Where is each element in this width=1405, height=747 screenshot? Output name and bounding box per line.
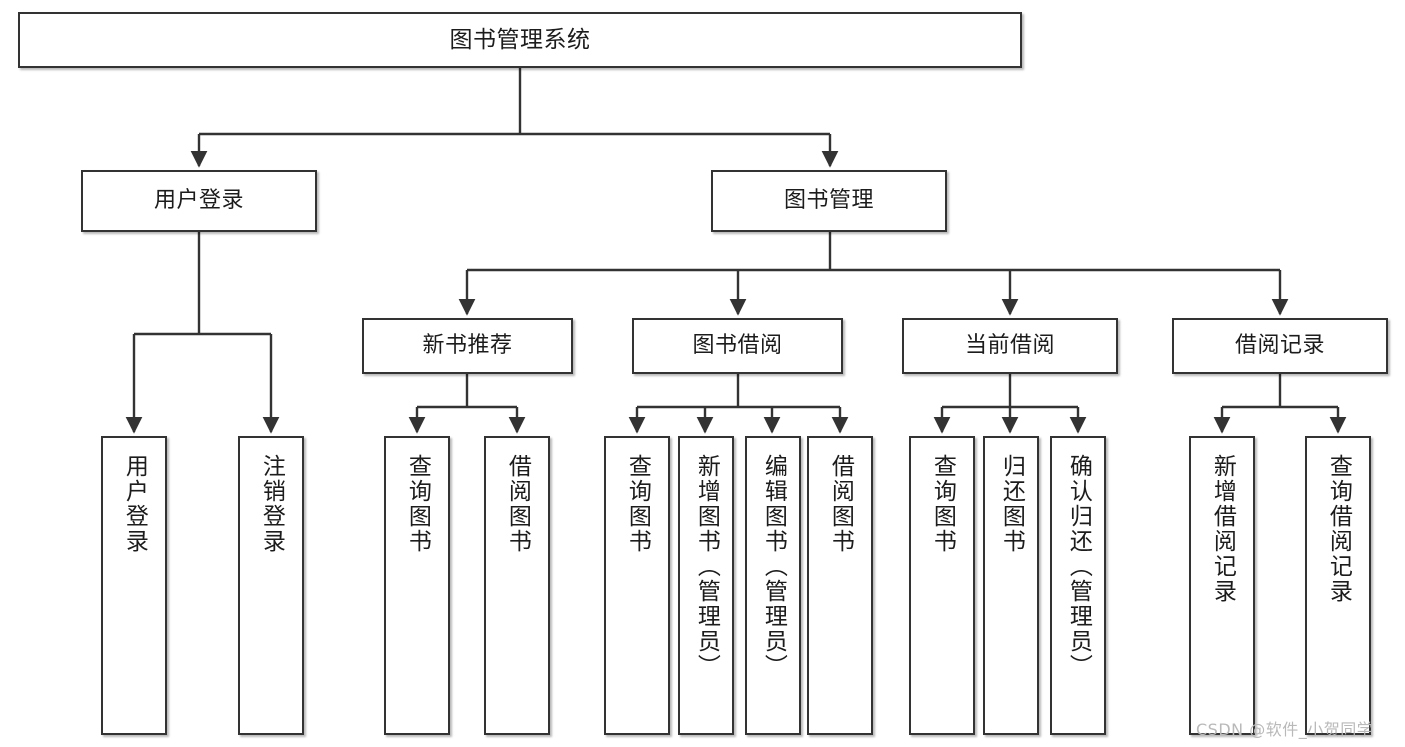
leaf-current-query-book[interactable]: 查询图书 xyxy=(909,436,975,735)
node-label: 新书推荐 xyxy=(422,333,513,359)
node-label: 图书管理 xyxy=(783,188,874,214)
node-root-book-management-system[interactable]: 图书管理系统 xyxy=(18,12,1022,68)
leaf-add-borrow-record[interactable]: 新增借阅记录 xyxy=(1189,436,1255,735)
node-label: 查询借阅记录 xyxy=(1325,454,1352,604)
node-label: 查询图书 xyxy=(404,454,431,554)
node-user-login[interactable]: 用户登录 xyxy=(81,170,317,232)
node-label: 确认归还（管理员） xyxy=(1065,454,1092,679)
node-borrow-record[interactable]: 借阅记录 xyxy=(1172,318,1388,374)
leaf-borrow-query-book[interactable]: 查询图书 xyxy=(604,436,670,735)
node-label: 用户登录 xyxy=(153,188,244,214)
node-label: 查询图书 xyxy=(624,454,651,554)
node-label: 编辑图书（管理员） xyxy=(760,454,787,679)
leaf-new-book-query[interactable]: 查询图书 xyxy=(384,436,450,735)
node-new-book-recommend[interactable]: 新书推荐 xyxy=(362,318,573,374)
leaf-borrow-book[interactable]: 借阅图书 xyxy=(807,436,873,735)
node-label: 新增借阅记录 xyxy=(1209,454,1236,604)
node-label: 借阅图书 xyxy=(827,454,854,554)
csdn-watermark: CSDN @软件_小贺同学 xyxy=(1196,720,1374,739)
node-label: 用户登录 xyxy=(121,454,148,554)
leaf-return-book[interactable]: 归还图书 xyxy=(983,436,1039,735)
node-book-borrow[interactable]: 图书借阅 xyxy=(632,318,843,374)
node-book-management[interactable]: 图书管理 xyxy=(711,170,947,232)
leaf-query-borrow-record[interactable]: 查询借阅记录 xyxy=(1305,436,1371,735)
leaf-edit-book-admin[interactable]: 编辑图书（管理员） xyxy=(745,436,801,735)
leaf-confirm-return-admin[interactable]: 确认归还（管理员） xyxy=(1050,436,1106,735)
leaf-new-book-borrow[interactable]: 借阅图书 xyxy=(484,436,550,735)
node-label: 图书借阅 xyxy=(692,333,783,359)
node-label: 注销登录 xyxy=(258,454,285,554)
node-current-borrow[interactable]: 当前借阅 xyxy=(902,318,1118,374)
node-label: 当前借阅 xyxy=(964,333,1055,359)
node-label: 借阅图书 xyxy=(504,454,531,554)
node-label: 归还图书 xyxy=(998,454,1025,554)
leaf-add-book-admin[interactable]: 新增图书（管理员） xyxy=(678,436,734,735)
node-label: 查询图书 xyxy=(929,454,956,554)
node-label: 图书管理系统 xyxy=(449,26,591,53)
node-label: 借阅记录 xyxy=(1234,333,1325,359)
leaf-logout[interactable]: 注销登录 xyxy=(238,436,304,735)
leaf-user-login[interactable]: 用户登录 xyxy=(101,436,167,735)
node-label: 新增图书（管理员） xyxy=(693,454,720,679)
